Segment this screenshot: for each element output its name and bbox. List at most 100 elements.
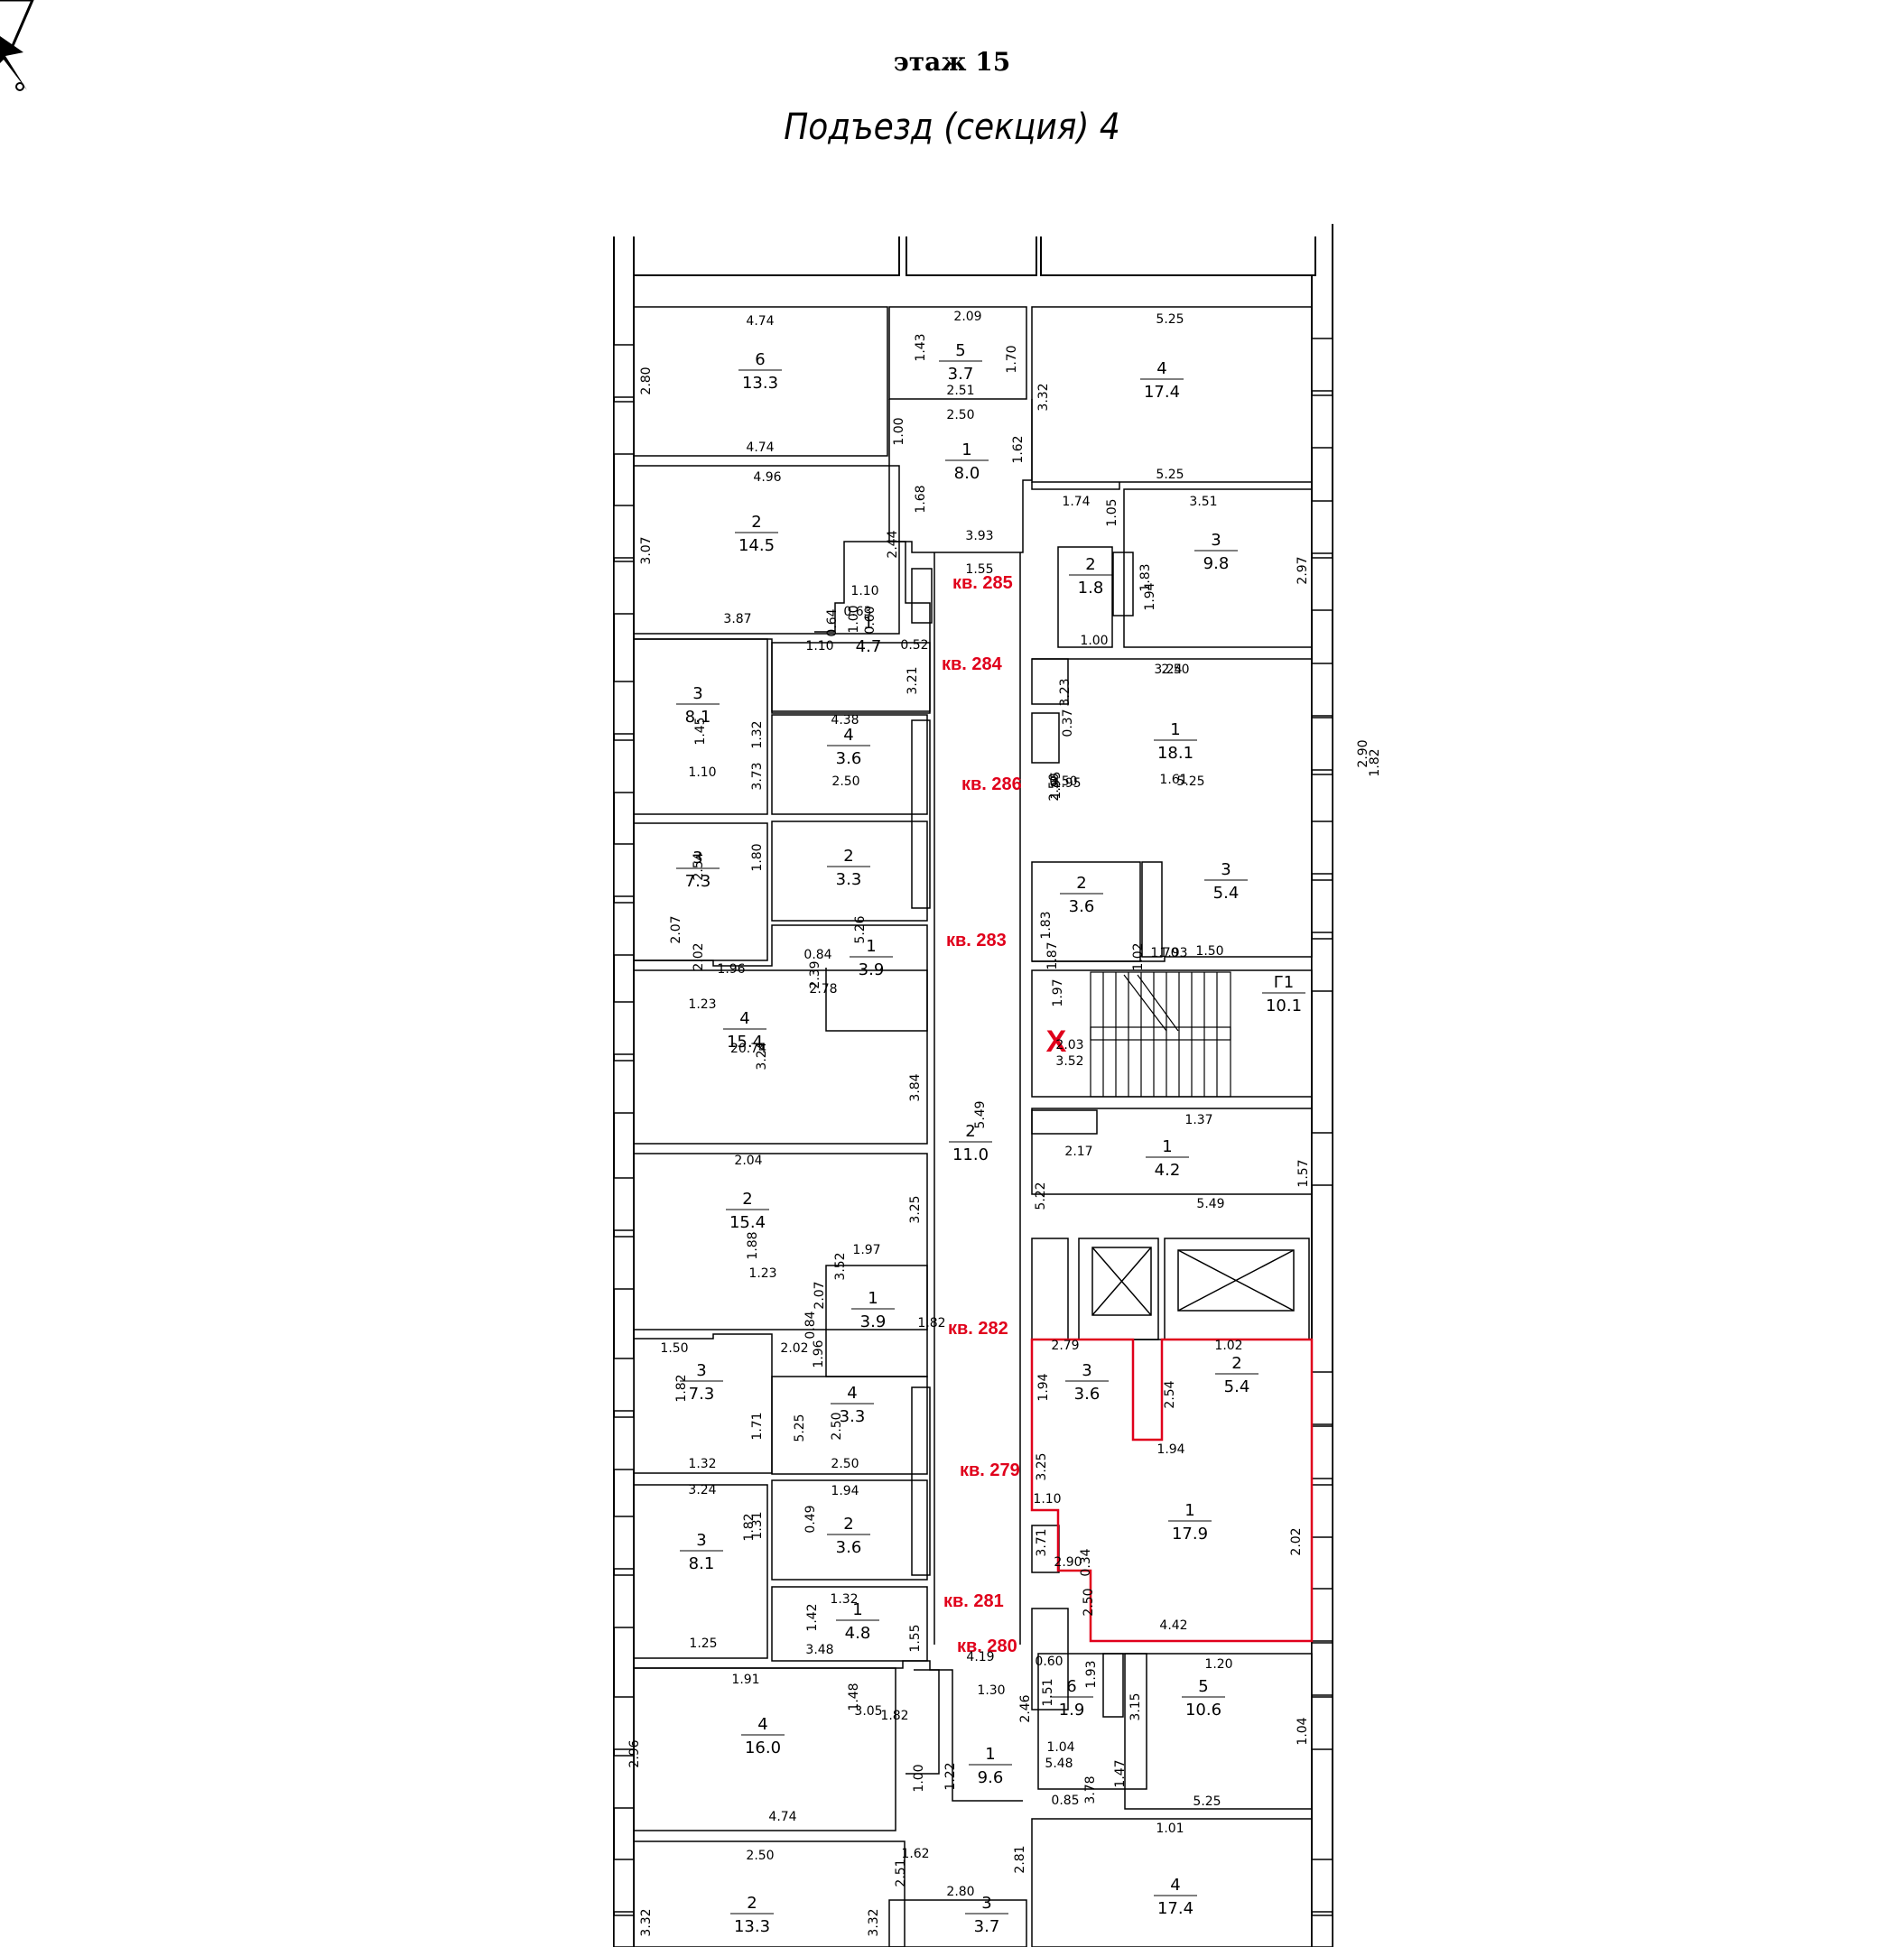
room-number: 4: [739, 1009, 749, 1028]
dimension-label: 1.10: [1033, 1492, 1061, 1507]
room-number: 4: [847, 1384, 857, 1403]
dimension-label: 1.22: [943, 1762, 958, 1790]
room-label: 18.0: [945, 440, 989, 483]
room-area: 3.6: [1069, 897, 1095, 916]
dimension-label: 5.25: [1156, 468, 1184, 482]
dimension-label: 1.10: [850, 584, 878, 598]
room-label: 35.4: [1204, 860, 1248, 903]
dimension-label: 1.00: [892, 417, 906, 445]
dimension-label: 1.10: [805, 639, 833, 654]
dimension-label: 0.64: [825, 608, 840, 636]
room-label: 21.8: [1069, 555, 1112, 598]
dimension-label: 1.37: [1184, 1113, 1212, 1127]
apartment-label: кв. 280: [957, 1636, 1017, 1656]
dimension-label: 3.21: [906, 666, 920, 694]
dimension-label: 1.68: [914, 485, 928, 513]
room-number: 2: [843, 1515, 853, 1534]
room-number: 3: [696, 1361, 706, 1380]
dimension-label: 1.10: [688, 765, 716, 780]
room-number: 2: [751, 513, 761, 532]
dimension-label: 1.97: [1051, 978, 1065, 1006]
dimension-label: 2.97: [1296, 556, 1310, 584]
dimension-label: 2.03: [1055, 1038, 1083, 1052]
dimension-label: 1.57: [1296, 1159, 1311, 1187]
room-area: 17.4: [1144, 383, 1180, 402]
apartment-label: кв. 282: [948, 1319, 1008, 1339]
room-number: 4: [1156, 359, 1166, 378]
dimension-label: 3.07: [639, 536, 654, 564]
room-area: 3.3: [840, 1407, 866, 1426]
room-area: 9.6: [978, 1768, 1004, 1787]
room-label: 25.4: [1215, 1354, 1258, 1396]
dimension-label: 1.82: [742, 1513, 757, 1541]
room-area: 13.3: [742, 374, 778, 393]
dimension-label: 2.04: [734, 1154, 762, 1168]
room-label: 416.0: [741, 1715, 785, 1757]
dimension-label: 1.32: [750, 720, 765, 748]
dimension-label: 5.49: [1196, 1197, 1224, 1211]
dimension-label: 5.22: [1034, 1182, 1048, 1210]
room-number: 2: [843, 847, 853, 866]
room-label: 510.6: [1182, 1677, 1225, 1720]
room-area: 15.4: [729, 1213, 766, 1232]
dimension-label: 0.63: [843, 605, 871, 619]
room-number: 3: [1211, 531, 1221, 550]
dimension-label: 2.80: [946, 1885, 974, 1899]
dimension-label: 2.50: [830, 1412, 844, 1440]
dimension-label: 3.73: [750, 762, 765, 790]
room-area: 13.3: [734, 1917, 770, 1936]
room-number: 3: [1082, 1361, 1091, 1380]
room-label: 613.3: [738, 350, 782, 393]
dimension-label: 0.37: [1061, 709, 1075, 737]
dimension-label: 1.04: [1296, 1717, 1310, 1745]
dimension-label: 1.94: [1036, 1373, 1051, 1401]
dimension-label: 5.48: [1045, 1757, 1073, 1771]
room-label: 19.6: [969, 1745, 1012, 1787]
room-label: 23.3: [827, 847, 870, 889]
room-label: 211.0: [949, 1122, 992, 1164]
room-area: 3.7: [948, 365, 974, 384]
room-area: 11.0: [952, 1145, 989, 1164]
dimension-label: 2.51: [894, 1859, 908, 1887]
dimension-label: 3.32: [639, 1908, 654, 1936]
apartment-label: кв. 284: [942, 654, 1003, 674]
dimension-label: 1.55: [908, 1624, 923, 1652]
dimension-label: 3.87: [723, 612, 751, 626]
dimension-label: 0.60: [1035, 1655, 1063, 1669]
dimension-label: 1.70: [1150, 946, 1178, 960]
room-area: 10.1: [1266, 997, 1302, 1015]
dimension-label: 2.17: [1064, 1145, 1092, 1159]
dimension-label: 1.48: [847, 1683, 861, 1711]
dimension-label: 1.94: [1143, 582, 1157, 610]
dimension-label: 1.42: [805, 1603, 820, 1631]
highlighted-apartment-outline: [1030, 1338, 1314, 1643]
dimension-label: 1.88: [746, 1231, 760, 1259]
dimension-label: 3.32: [1036, 383, 1051, 411]
dimension-label: 1.95: [1049, 771, 1063, 799]
room-number: Г1: [1274, 973, 1294, 992]
dimension-label: 1.05: [1105, 498, 1119, 526]
room-area: 5.4: [1213, 884, 1240, 903]
dimension-label: 5.49: [973, 1100, 988, 1128]
dimension-label: 4.96: [753, 470, 781, 485]
dimension-label: 1.62: [901, 1847, 929, 1861]
dimension-label: 2.80: [639, 366, 654, 394]
room-area: 7.3: [685, 872, 711, 891]
room-number: 6: [1066, 1677, 1076, 1696]
dimension-label: 2.79: [1051, 1339, 1079, 1353]
room-area: 8.1: [689, 1554, 715, 1573]
room-number: 3: [696, 1531, 706, 1550]
room-area: 9.8: [1203, 554, 1230, 573]
dimension-label: 1.93: [1084, 1660, 1099, 1688]
room-number: 1: [961, 440, 971, 459]
dimension-label: 1.83: [1039, 911, 1054, 939]
room-label: 33.6: [1065, 1361, 1109, 1404]
apartment-label: кв. 279: [960, 1460, 1020, 1480]
dimension-label: 1.94: [1156, 1442, 1184, 1457]
dimension-label: 5.25: [1176, 774, 1204, 789]
dimension-label: 4.38: [831, 713, 859, 728]
dimension-label: 5.25: [1156, 312, 1184, 327]
dimension-label: 3.24: [755, 1042, 769, 1070]
dimension-label: 1.00: [1080, 634, 1108, 648]
